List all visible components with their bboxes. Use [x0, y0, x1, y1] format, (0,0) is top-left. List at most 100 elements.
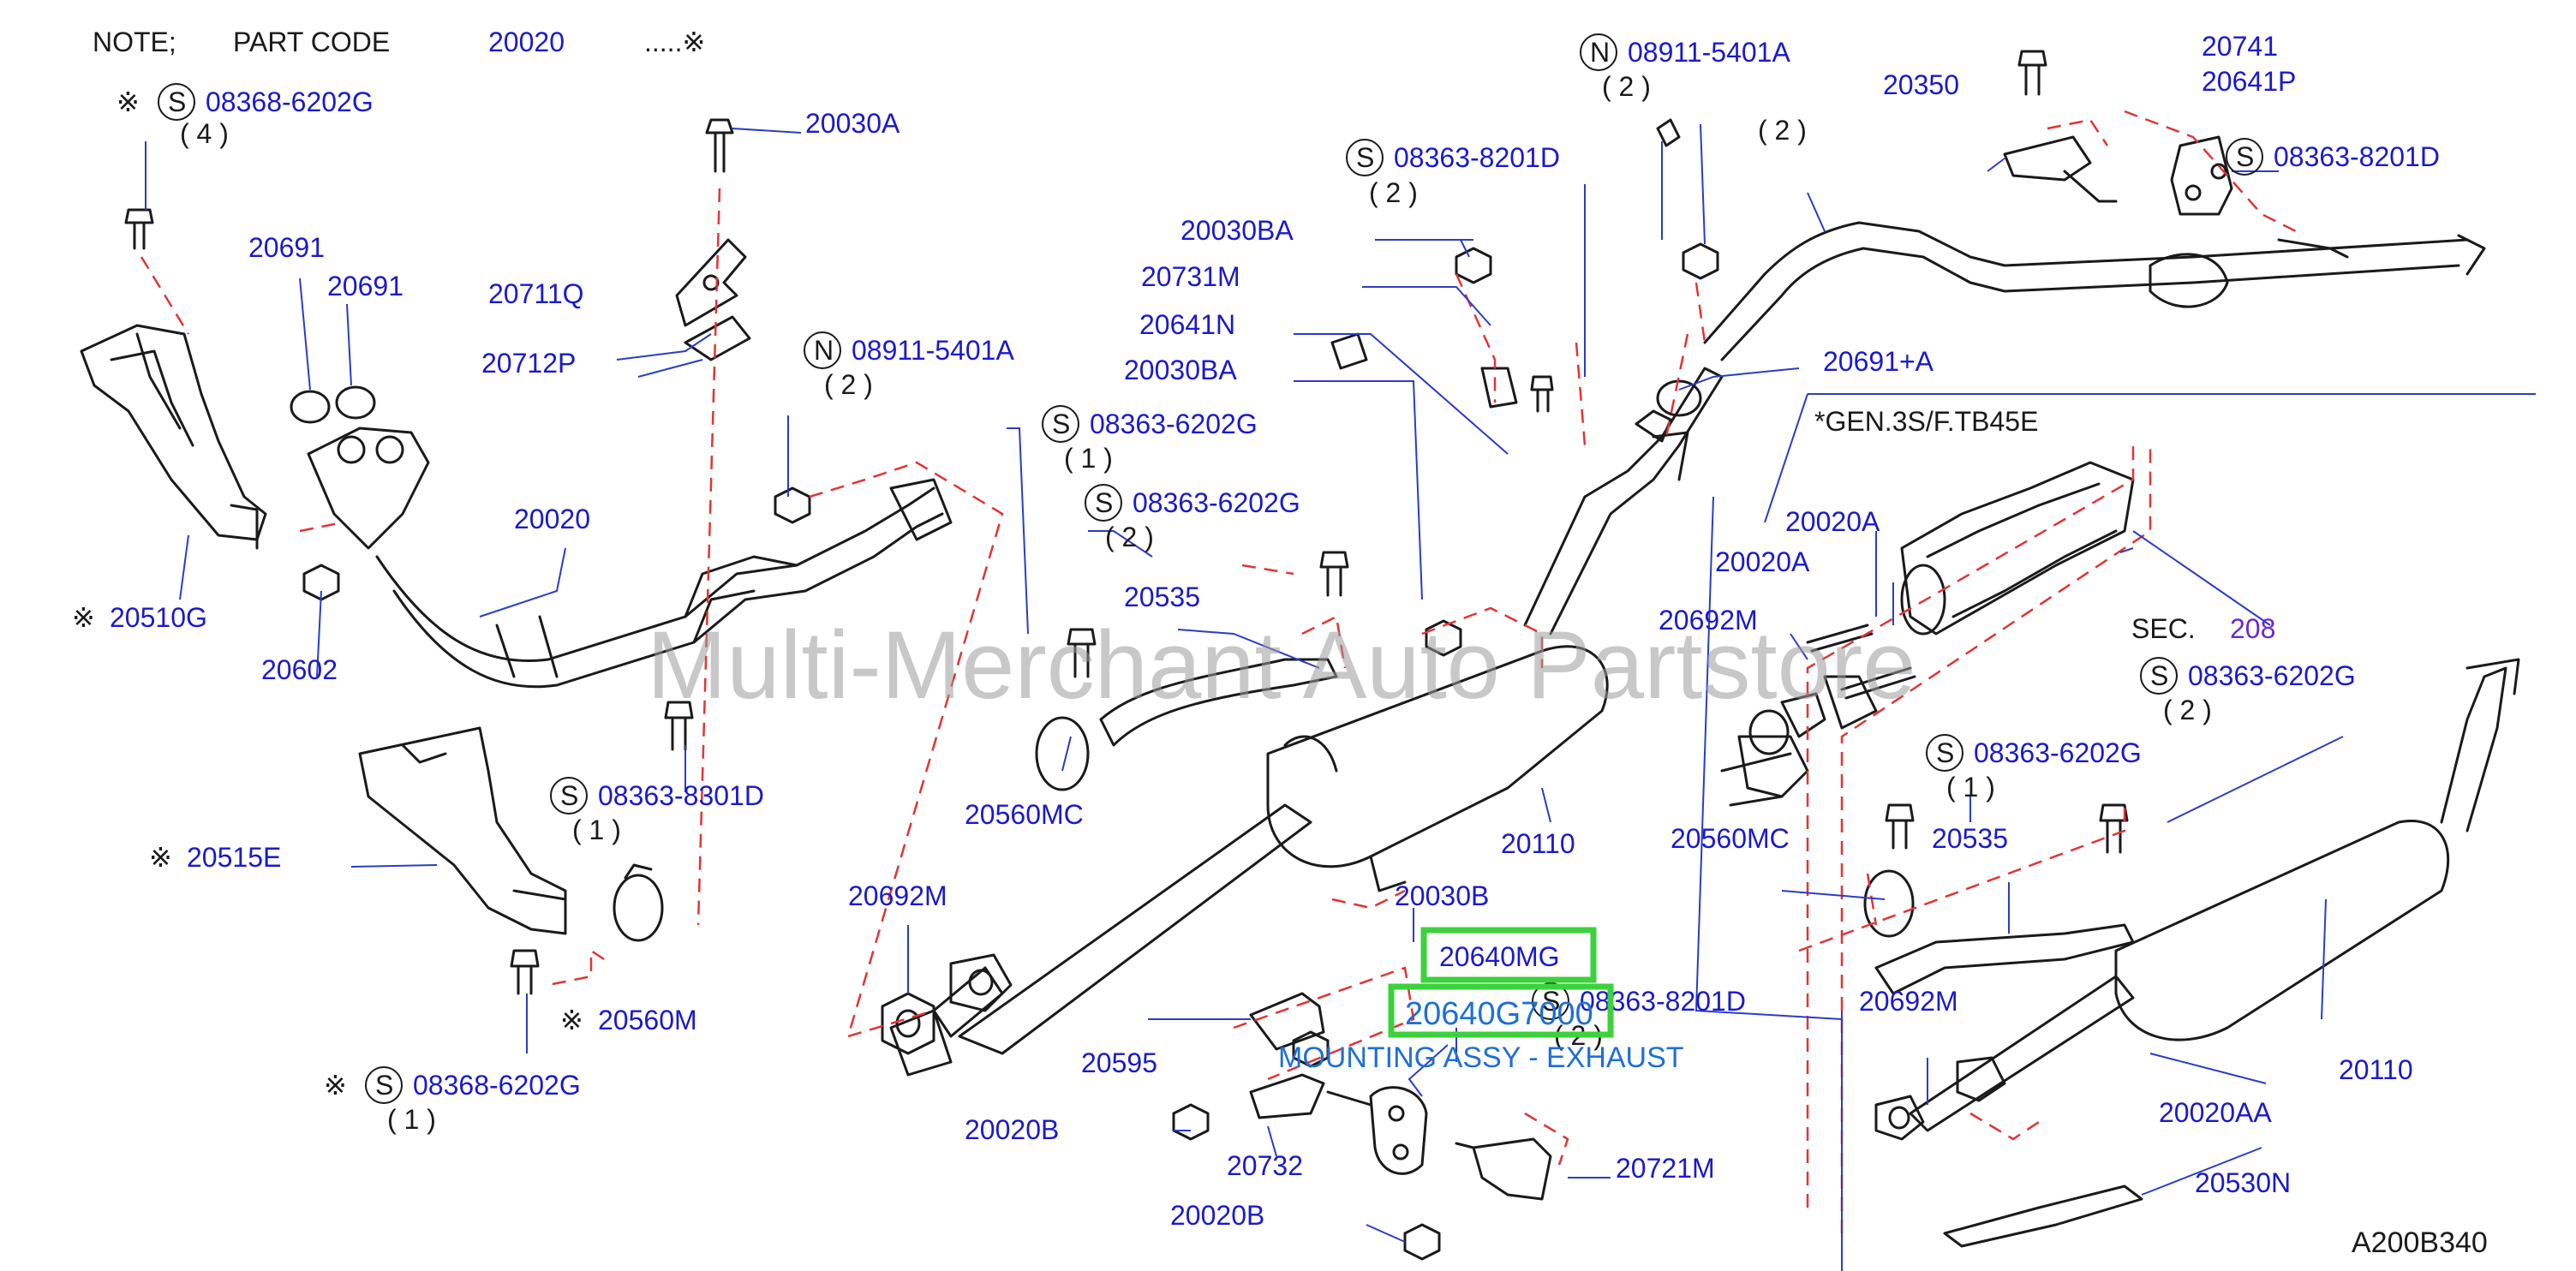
callout[interactable]: ( 1 ) [572, 815, 621, 845]
callout[interactable]: ( 2 ) [1602, 71, 1651, 102]
part-number-label[interactable]: 20350 [1883, 69, 1959, 100]
part-number-label[interactable]: 20020B [1170, 1200, 1264, 1231]
part-number-label[interactable]: 20535 [1932, 823, 2008, 854]
part-number-label[interactable]: 20731M [1141, 261, 1240, 292]
callout[interactable]: ※20515E [149, 842, 281, 873]
callout[interactable]: ( 2 ) [824, 369, 873, 400]
part-number-label[interactable]: 20030A [805, 108, 900, 139]
section-reference[interactable]: SEC. 208 [2131, 613, 2275, 644]
callout[interactable]: ( 1 ) [1064, 443, 1113, 474]
callout[interactable]: 20691+A [1823, 346, 1934, 377]
callout[interactable]: 20641N [1139, 309, 1235, 340]
part-number-label[interactable]: 08363-8301D [598, 780, 764, 811]
part-number-label[interactable]: 08363-8201D [2274, 141, 2440, 172]
highlighted-part[interactable]: 20640MG 20640G7000 MOUNTING ASSY - EXHAU… [1278, 927, 1684, 1074]
callout[interactable]: 20020 [514, 504, 590, 534]
callout[interactable]: 20595 [1081, 1047, 1157, 1078]
part-number-label[interactable]: 20560MC [965, 799, 1084, 830]
callout[interactable]: 20731M [1141, 261, 1240, 292]
part-number-label[interactable]: 08363-6202G [2188, 660, 2356, 691]
part-number-label[interactable]: 20030B [1395, 880, 1489, 911]
callout[interactable]: 20641P [2202, 66, 2296, 97]
part-number-label[interactable]: 08911-5401A [852, 335, 1014, 366]
part-number-label[interactable]: 08363-8201D [1580, 986, 1746, 1017]
part-number-label[interactable]: 20691+A [1823, 346, 1934, 377]
callout[interactable]: 20711Q [488, 278, 584, 309]
part-number-label[interactable]: 20110 [2339, 1054, 2413, 1085]
part-number-label[interactable]: 20712P [481, 348, 576, 379]
part-number-label[interactable]: 20692M [1859, 986, 1958, 1017]
callout[interactable]: S※08368-6202G [117, 83, 374, 121]
callout[interactable]: 20030BA [1180, 215, 1294, 246]
callout[interactable]: 20691 [248, 232, 325, 263]
part-number-label[interactable]: 20641N [1139, 309, 1235, 340]
part-number-label[interactable]: 20020A [1715, 546, 1810, 577]
callout[interactable]: 20692M [1859, 986, 1958, 1017]
callout[interactable]: 20110 [1501, 828, 1575, 859]
highlight-box-primary[interactable] [1420, 927, 1597, 983]
part-number-label[interactable]: 20560MC [1671, 823, 1790, 854]
part-number-label[interactable]: 20641P [2202, 66, 2296, 97]
callout[interactable]: 20691 [327, 271, 403, 301]
callout[interactable]: 20535 [1932, 823, 2008, 854]
part-number-label[interactable]: 08363-6202G [1090, 409, 1258, 439]
part-number-label[interactable]: 08368-6202G [206, 87, 374, 117]
callout[interactable]: ( 2 ) [1105, 522, 1154, 552]
callout[interactable]: 20350 [1883, 69, 1959, 100]
highlight-primary-code[interactable]: 20640MG [1439, 941, 1560, 972]
callout[interactable]: 20712P [481, 348, 576, 379]
callout[interactable]: ( 2 ) [1758, 115, 1807, 146]
part-number-label[interactable]: 20732 [1227, 1150, 1303, 1181]
callout[interactable]: 20020B [965, 1114, 1059, 1145]
part-number-label[interactable]: 20711Q [488, 278, 584, 309]
callout[interactable]: 20741 [2202, 31, 2278, 62]
part-number-label[interactable]: 20691 [248, 232, 325, 263]
callout[interactable]: 20692M [848, 880, 947, 911]
callout[interactable]: ( 4 ) [180, 118, 229, 149]
callout[interactable]: 20692M [1659, 605, 1758, 636]
callout[interactable]: 20030B [1395, 880, 1489, 911]
part-number-label[interactable]: 20510G [110, 602, 207, 633]
highlight-overlay-desc[interactable]: MOUNTING ASSY - EXHAUST [1278, 1041, 1684, 1074]
part-number-label[interactable]: 20602 [261, 654, 338, 685]
part-number-label[interactable]: 20110 [1501, 828, 1575, 859]
callout[interactable]: 20530N [2195, 1167, 2291, 1198]
part-number-label[interactable]: 20020B [965, 1114, 1059, 1145]
highlight-overlay-code[interactable]: 20640G7000 [1405, 996, 1593, 1032]
part-number-label[interactable]: 20692M [848, 880, 947, 911]
callout[interactable]: 20602 [261, 654, 338, 685]
callout[interactable]: 20110 [2339, 1054, 2413, 1085]
callout[interactable]: ※20560M [560, 1005, 697, 1035]
callout[interactable]: 20020A [1785, 506, 1880, 537]
part-number-label[interactable]: 20030BA [1124, 355, 1237, 385]
callout[interactable]: 20560MC [965, 799, 1084, 830]
part-number-label[interactable]: 20020AA [2159, 1097, 2272, 1128]
callout[interactable]: 20020B [1170, 1200, 1264, 1231]
callout[interactable]: 20560MC [1671, 823, 1790, 854]
highlight-box-overlay[interactable] [1388, 983, 1614, 1038]
callout[interactable]: 20535 [1124, 582, 1200, 612]
callout[interactable]: ( 2 ) [1369, 177, 1418, 208]
part-number-label[interactable]: 20030BA [1180, 215, 1294, 246]
callout[interactable]: ※20510G [72, 602, 207, 633]
part-number-label[interactable]: 20691 [327, 271, 403, 301]
callout[interactable]: 20732 [1227, 1150, 1303, 1181]
part-number-label[interactable]: 20595 [1081, 1047, 1157, 1078]
part-number-label[interactable]: 08911-5401A [1628, 37, 1790, 68]
part-number-label[interactable]: 20741 [2202, 31, 2278, 62]
part-number-label[interactable]: 20530N [2195, 1167, 2291, 1198]
part-number-label[interactable]: 20535 [1124, 582, 1200, 612]
part-number-label[interactable]: 20692M [1659, 605, 1758, 636]
part-number-label[interactable]: 08363-6202G [1974, 737, 2142, 768]
callout[interactable]: 20020A [1715, 546, 1810, 577]
part-number-label[interactable]: 20721M [1616, 1153, 1715, 1184]
callout[interactable]: S※08368-6202G [324, 1066, 581, 1104]
part-number-label[interactable]: 08368-6202G [413, 1070, 581, 1101]
